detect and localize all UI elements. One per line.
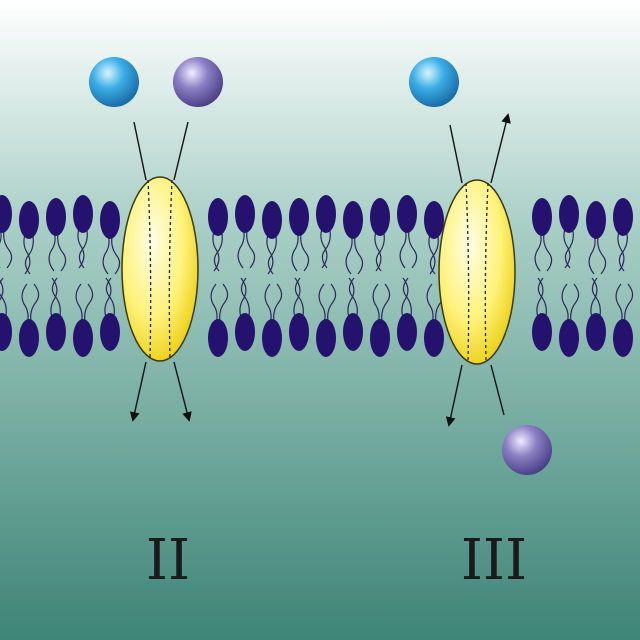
- transporter-left-arrow-in: [173, 361, 192, 422]
- transporter-right-arrow-out: [490, 113, 511, 184]
- phospholipid: [73, 195, 94, 357]
- phospholipid: [370, 198, 391, 357]
- molecule-blue-outside-left: [89, 57, 139, 107]
- transporter-left-protein: [121, 176, 199, 362]
- molecule-blue-outside-right: [409, 57, 459, 107]
- phospholipid: [46, 198, 67, 351]
- transporter-label-iii: III: [460, 528, 528, 593]
- phospholipid: [235, 195, 256, 351]
- phospholipid: [586, 201, 607, 351]
- phospholipid: [613, 198, 634, 357]
- transporter-right-channel-line: [465, 182, 470, 362]
- phospholipid: [397, 195, 418, 351]
- transporter-left-path-outer: [173, 121, 189, 181]
- transporter-left: [89, 57, 223, 422]
- phospholipid: [262, 201, 283, 357]
- molecule-purple-outside-left: [173, 57, 223, 107]
- phospholipid: [0, 195, 13, 351]
- transporter-label-ii: II: [145, 528, 191, 593]
- molecule-purple-inside-right: [502, 425, 552, 475]
- phospholipid: [289, 198, 310, 351]
- transporter-left-channel-line: [168, 179, 173, 359]
- phospholipid: [100, 201, 121, 351]
- transporter-right-path-blue-outer: [449, 124, 463, 184]
- phospholipid: [559, 195, 580, 357]
- transporter-right-path-purple-inner: [490, 364, 505, 416]
- transporter-left-arrow-in: [129, 361, 147, 422]
- phospholipid: [208, 198, 229, 357]
- transporter-right: [409, 57, 552, 475]
- phospholipid: [316, 195, 337, 357]
- phospholipid-bilayer: [0, 195, 634, 357]
- phospholipid: [19, 201, 40, 357]
- phospholipid: [532, 198, 553, 351]
- transporter-left-channel-line: [147, 179, 152, 359]
- transporter-right-protein: [438, 179, 516, 365]
- phospholipid: [343, 201, 364, 351]
- transporter-left-path-outer: [133, 121, 147, 181]
- transporter-right-arrow-in: [445, 364, 463, 427]
- transporter-right-channel-line: [484, 182, 489, 362]
